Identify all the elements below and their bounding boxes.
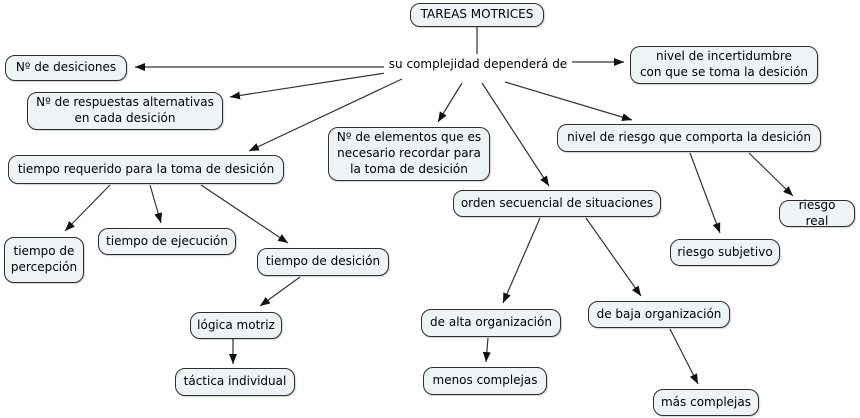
node-orden-secuencial[interactable]: orden secuencial de situaciones (453, 190, 661, 217)
node-riesgo-subjetivo[interactable]: riesgo subjetivo (670, 239, 780, 266)
node-tiempo-ejecucion[interactable]: tiempo de ejecución (98, 228, 236, 255)
edge-tiempo-requerido-desicion (200, 184, 289, 244)
node-riesgo-real[interactable]: riesgo real (779, 198, 855, 228)
node-num-desiciones[interactable]: Nº de desiciones (5, 55, 127, 81)
node-tiempo-requerido[interactable]: tiempo requerido para la toma de desició… (8, 155, 284, 184)
edge-linking-orden-secuencial (481, 82, 550, 187)
node-nivel-riesgo[interactable]: nivel de riesgo que comporta la desición (557, 124, 821, 152)
node-tareas-motrices[interactable]: TAREAS MOTRICES (410, 3, 544, 27)
edge-alta-menos-complejas (482, 337, 491, 363)
edge-tiempo-requerido-ejecucion (149, 184, 163, 224)
node-mas-complejas[interactable]: más complejas (653, 389, 759, 416)
node-num-elementos[interactable]: Nº de elementos que es necesario recorda… (328, 127, 490, 181)
edge-riesgo-real (748, 152, 794, 197)
edge-linking-respuestas (229, 71, 393, 100)
node-nivel-incertidumbre[interactable]: nivel de incertidumbre con que se toma l… (630, 46, 818, 84)
edge-tiempo-desicion-logica (259, 276, 301, 307)
node-tiempo-percepcion[interactable]: tiempo de percepción (4, 237, 84, 283)
node-respuestas-alternativas[interactable]: Nº de respuestas alternativas en cada de… (27, 92, 223, 130)
edge-linking-tiempo-requerido (248, 78, 403, 152)
edge-baja-mas-complejas (669, 328, 699, 385)
node-menos-complejas[interactable]: menos complejas (423, 367, 547, 395)
edge-linking-nivel-riesgo (504, 81, 633, 121)
node-logica-motriz[interactable]: lógica motriz (190, 312, 282, 339)
node-tiempo-desicion[interactable]: tiempo de desición (257, 248, 389, 276)
edge-orden-baja (585, 217, 642, 297)
edge-tiempo-requerido-percepcion (64, 184, 111, 232)
node-alta-organizacion[interactable]: de alta organización (421, 309, 561, 337)
linking-phrase-complejidad[interactable]: su complejidad dependerá de (384, 54, 572, 74)
node-baja-organizacion[interactable]: de baja organización (588, 301, 730, 328)
edge-riesgo-subjetivo (689, 152, 721, 234)
edge-orden-alta (502, 217, 541, 304)
edge-linking-num-elementos (437, 82, 463, 123)
node-tactica-individual[interactable]: táctica individual (175, 368, 295, 396)
